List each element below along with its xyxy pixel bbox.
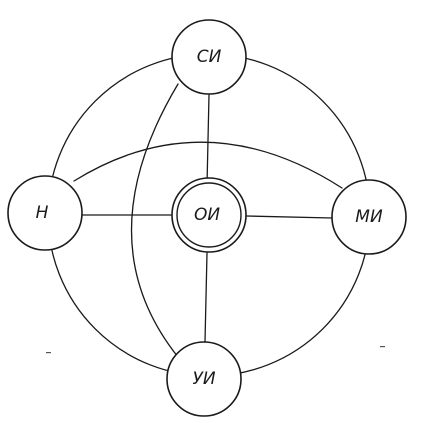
arc-top-to-bottom bbox=[130, 83, 179, 358]
node-right: МИ bbox=[331, 179, 407, 255]
node-bottom-circle bbox=[166, 341, 242, 417]
scan-speck-right bbox=[380, 346, 385, 348]
node-bottom: УИ bbox=[166, 341, 242, 417]
node-center-inner-circle bbox=[176, 182, 242, 248]
node-right-label: МИ bbox=[355, 207, 383, 227]
arc-left-to-right bbox=[73, 141, 343, 189]
node-right-circle bbox=[331, 179, 407, 255]
node-center-label: ОИ bbox=[194, 205, 220, 225]
node-top-circle bbox=[171, 19, 247, 95]
spoke-bottom bbox=[204, 252, 208, 343]
node-center-outer-circle bbox=[171, 177, 247, 253]
node-left-circle bbox=[7, 175, 83, 251]
spoke-top bbox=[206, 94, 210, 186]
spoke-right bbox=[245, 215, 333, 219]
scan-speck-left bbox=[46, 352, 51, 354]
node-left: Н bbox=[7, 175, 83, 251]
node-center: ОИ bbox=[171, 177, 247, 253]
node-bottom-label: УИ bbox=[192, 369, 215, 389]
node-left-label: Н bbox=[36, 203, 49, 223]
node-top-label: СИ bbox=[197, 47, 222, 67]
node-top: СИ bbox=[171, 19, 247, 95]
